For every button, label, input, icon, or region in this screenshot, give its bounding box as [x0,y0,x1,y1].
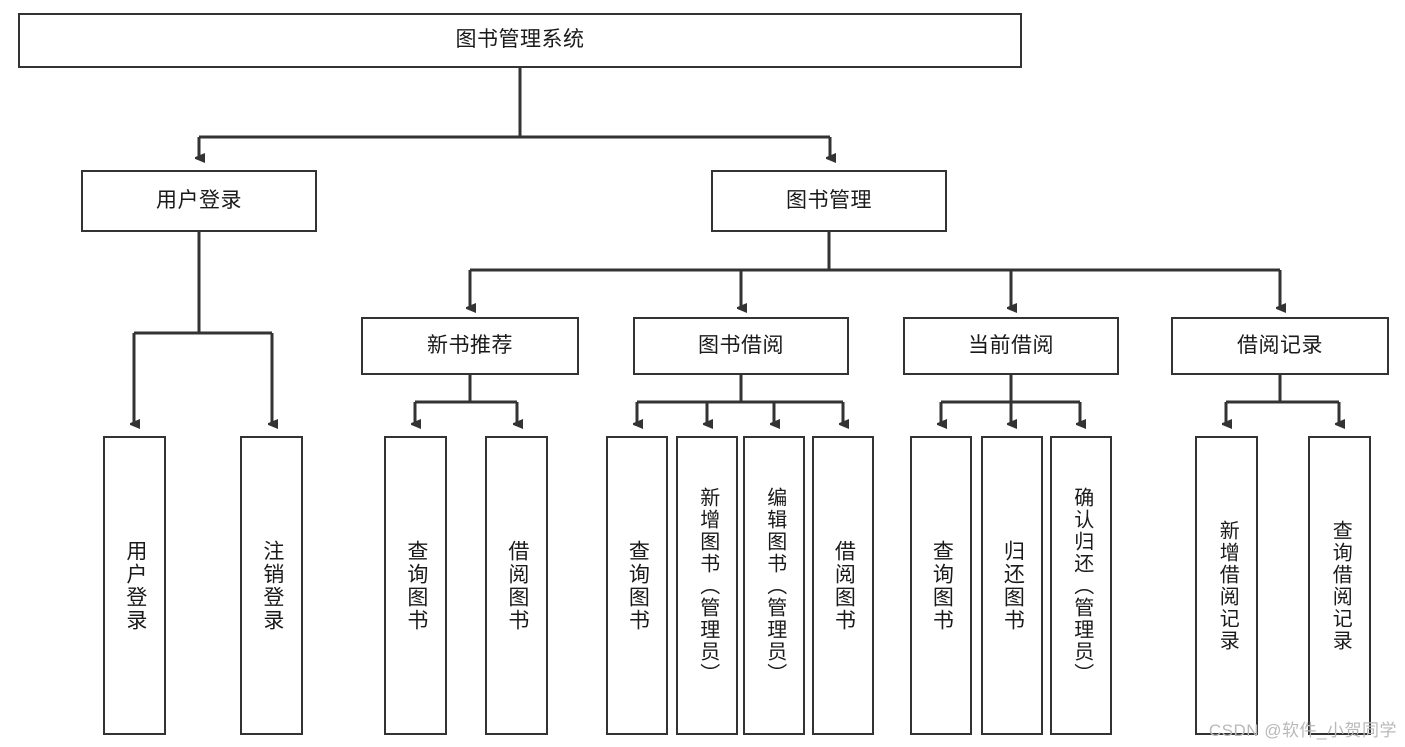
leaf-query-book-2-label: 查询图书 [626,539,650,632]
edge-newbook-to-leaves [415,375,517,424]
leaf-user-login[interactable]: 用户登录 [103,436,166,735]
node-new-book-rec-label: 新书推荐 [427,333,513,357]
leaf-edit-book[interactable]: 编辑图书（管理员） [743,436,805,735]
csdn-watermark: CSDN @软件_小贺同学 [1208,721,1397,740]
leaf-confirm-return[interactable]: 确认归还（管理员） [1050,436,1112,735]
leaf-borrow-book-2-label: 借阅图书 [832,539,856,632]
leaf-query-record[interactable]: 查询借阅记录 [1308,436,1371,735]
leaf-add-book[interactable]: 新增图书（管理员） [676,436,738,735]
edge-bookmanage-to-level3 [470,232,1280,308]
node-new-book-rec[interactable]: 新书推荐 [361,317,579,375]
leaf-add-book-label: 新增图书（管理员） [696,486,719,685]
leaf-return-book[interactable]: 归还图书 [981,436,1043,735]
leaf-query-book-3-label: 查询图书 [930,539,954,632]
node-root[interactable]: 图书管理系统 [18,13,1022,68]
leaf-edit-book-label: 编辑图书（管理员） [763,486,786,685]
leaf-borrow-book-2[interactable]: 借阅图书 [812,436,874,735]
leaf-add-record[interactable]: 新增借阅记录 [1195,436,1258,735]
node-current-borrow[interactable]: 当前借阅 [903,317,1119,375]
leaf-user-logout[interactable]: 注销登录 [240,436,303,735]
edge-borrowrecord-to-leaves [1226,375,1339,424]
node-borrow-record-label: 借阅记录 [1237,333,1323,357]
edge-userlogin-to-leaves [134,232,272,424]
leaf-return-book-label: 归还图书 [1001,539,1025,632]
edge-currentborrow-to-leaves [941,375,1080,424]
node-book-borrow[interactable]: 图书借阅 [633,317,849,375]
leaf-query-book-1-label: 查询图书 [404,539,428,632]
edge-root-to-level2 [199,68,830,158]
leaf-borrow-book-1[interactable]: 借阅图书 [485,436,548,735]
node-user-login[interactable]: 用户登录 [81,170,317,232]
node-user-login-label: 用户登录 [156,188,242,212]
leaf-borrow-book-1-label: 借阅图书 [505,539,529,632]
edge-bookborrow-to-leaves [637,375,843,424]
leaf-query-book-1[interactable]: 查询图书 [384,436,447,735]
leaf-user-logout-label: 注销登录 [260,539,284,632]
leaf-confirm-return-label: 确认归还（管理员） [1070,486,1093,685]
leaf-user-login-label: 用户登录 [123,539,147,632]
node-book-manage-label: 图书管理 [786,188,872,212]
leaf-query-book-2[interactable]: 查询图书 [606,436,668,735]
node-book-manage[interactable]: 图书管理 [711,170,947,232]
leaf-query-book-3[interactable]: 查询图书 [910,436,972,735]
node-root-label: 图书管理系统 [455,28,585,52]
leaf-query-record-label: 查询借阅记录 [1329,519,1352,652]
node-borrow-record[interactable]: 借阅记录 [1171,317,1389,375]
node-book-borrow-label: 图书借阅 [698,333,784,357]
leaf-add-record-label: 新增借阅记录 [1216,519,1239,652]
node-current-borrow-label: 当前借阅 [968,333,1054,357]
